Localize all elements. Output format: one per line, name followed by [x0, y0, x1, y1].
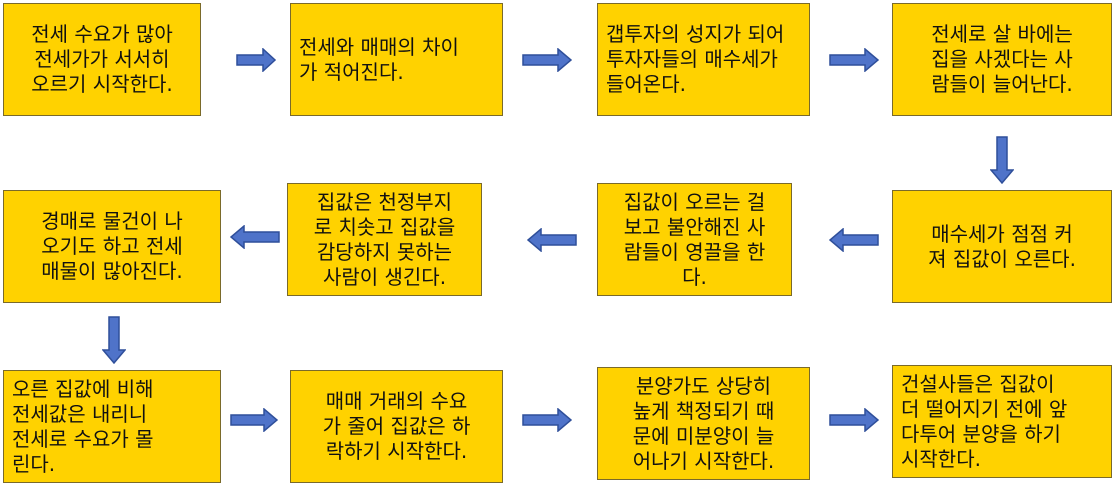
step-12-line-1: 건설사들은 집값이: [901, 371, 1055, 396]
step-12-line-2: 더 떨어지기 전에 앞: [901, 396, 1068, 421]
step-6-line-4: 다.: [682, 264, 707, 289]
step-box-12: 건설사들은 집값이 더 떨어지기 전에 앞 다투어 분양을 하기 시작한다.: [892, 365, 1112, 478]
step-8-line-2: 오기도 하고 전세: [41, 234, 183, 258]
step-box-8: 경매로 물건이 나 오기도 하고 전세 매물이 많아진다.: [3, 190, 221, 303]
arrow-down-icon: [990, 136, 1014, 184]
arrow-left-icon: [527, 228, 577, 252]
step-box-1: 전세 수요가 많아 전세가가 서서히 오르기 시작한다.: [3, 3, 201, 116]
step-box-5: 매수세가 점점 커 져 집값이 오른다.: [892, 190, 1112, 303]
arrow-right-icon: [230, 408, 278, 432]
step-11-line-2: 높게 책정되기 때: [632, 398, 775, 423]
step-10-line-2: 가 줄어 집값은 하: [322, 414, 471, 438]
step-3-line-1: 갭투자의 성지가 되어: [606, 22, 785, 46]
step-6-line-3: 람들이 영끌을 한: [623, 239, 766, 264]
step-8-line-3: 매물이 많아진다.: [41, 259, 183, 283]
step-12-line-4: 시작한다.: [901, 446, 981, 471]
step-6-line-2: 보고 불안해진 사: [623, 214, 766, 239]
arrow-right-icon: [522, 408, 572, 432]
step-10-line-3: 락하기 시작한다.: [325, 439, 468, 463]
step-7-line-2: 로 치솟고 집값을: [313, 214, 456, 239]
arrow-right-icon: [236, 48, 276, 72]
step-4-line-3: 람들이 늘어난다.: [931, 72, 1073, 96]
arrow-down-icon: [102, 316, 126, 364]
arrow-right-icon: [829, 48, 879, 72]
step-1-line-1: 전세 수요가 많아: [31, 22, 173, 46]
step-box-4: 전세로 살 바에는 집을 사겠다는 사 람들이 늘어난다.: [892, 3, 1112, 116]
step-box-10: 매매 거래의 수요 가 줄어 집값은 하 락하기 시작한다.: [290, 370, 503, 483]
step-box-7: 집값은 천정부지 로 치솟고 집값을 감당하지 못하는 사람이 생긴다.: [287, 183, 482, 296]
step-2-line-2: 가 적어진다.: [299, 59, 404, 84]
arrow-right-icon: [829, 408, 879, 432]
step-3-line-3: 들어온다.: [606, 72, 686, 96]
step-11-line-4: 어나기 시작한다.: [632, 448, 775, 473]
step-9-line-1: 오른 집값에 비해: [12, 376, 154, 401]
step-3-line-2: 투자자들의 매수세가: [606, 47, 778, 71]
step-11-line-3: 문에 미분양이 늘: [632, 423, 775, 448]
arrow-left-icon: [230, 225, 280, 249]
step-1-line-3: 오르기 시작한다.: [31, 72, 173, 96]
step-9-line-3: 전세로 수요가 몰: [12, 426, 154, 451]
step-9-line-4: 린다.: [12, 451, 56, 476]
step-9-line-2: 전세값은 내리니: [12, 401, 148, 426]
step-12-line-3: 다투어 분양을 하기: [901, 421, 1061, 446]
step-7-line-1: 집값은 천정부지: [316, 189, 453, 214]
step-10-line-1: 매매 거래의 수요: [325, 389, 468, 413]
step-box-9: 오른 집값에 비해 전세값은 내리니 전세로 수요가 몰 린다.: [3, 370, 221, 483]
step-7-line-3: 감당하지 못하는: [316, 239, 453, 264]
step-11-line-1: 분양가도 상당히: [635, 373, 772, 398]
step-1-line-2: 전세가가 서서히: [34, 47, 170, 71]
step-5-line-2: 져 집값이 오른다.: [928, 246, 1076, 271]
step-4-line-2: 집을 사겠다는 사: [931, 47, 1073, 71]
step-4-line-1: 전세로 살 바에는: [931, 22, 1073, 46]
arrow-left-icon: [829, 228, 879, 252]
step-5-line-1: 매수세가 점점 커: [931, 221, 1073, 246]
step-6-line-1: 집값이 오르는 걸: [623, 189, 766, 214]
step-2-line-1: 전세와 매매의 차이: [299, 34, 459, 59]
arrow-right-icon: [522, 48, 572, 72]
step-box-2: 전세와 매매의 차이 가 적어진다.: [290, 3, 503, 116]
step-box-3: 갭투자의 성지가 되어 투자자들의 매수세가 들어온다.: [597, 3, 810, 116]
step-box-11: 분양가도 상당히 높게 책정되기 때 문에 미분양이 늘 어나기 시작한다.: [597, 367, 810, 480]
step-box-6: 집값이 오르는 걸 보고 불안해진 사 람들이 영끌을 한 다.: [597, 183, 792, 296]
step-8-line-1: 경매로 물건이 나: [41, 209, 183, 233]
step-7-line-4: 사람이 생긴다.: [322, 264, 447, 289]
